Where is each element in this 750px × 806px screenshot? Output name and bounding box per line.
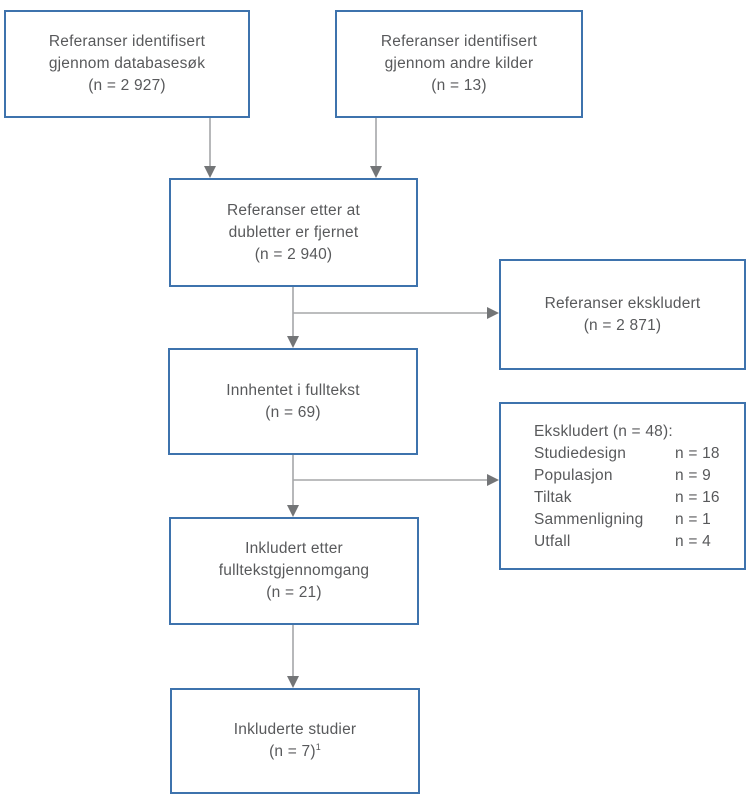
- excluded-reason-count: n = 4: [675, 533, 711, 550]
- box-line: Referanser etter at: [226, 201, 361, 219]
- arrow-included-to-studies: [287, 625, 299, 688]
- box-line: Referanser identifisert: [380, 33, 538, 50]
- box-identified-other-sources: Referanser identifisert gjennom andre ki…: [335, 10, 583, 118]
- arrow-branch-excluded-refs: [293, 307, 499, 319]
- excluded-reason-label: Sammenligning: [534, 511, 644, 528]
- excluded-row: Utfall n = 4: [534, 531, 736, 553]
- box-line: gjennom databasesøk: [48, 55, 206, 72]
- box-references-excluded-text: Referanser ekskludert (n = 2 871): [545, 293, 701, 337]
- box-count: (n = 2 871): [583, 316, 662, 334]
- excluded-title: Ekskludert (n = 48):: [534, 423, 673, 440]
- arrow-databases-to-dedup: [204, 117, 216, 178]
- excluded-row: Sammenligning n = 1: [534, 509, 736, 531]
- box-excluded-fulltext: Ekskludert (n = 48): Studiedesign n = 18…: [499, 402, 746, 570]
- included-studies-count: (n = 7): [269, 743, 316, 760]
- footnote-marker: 1: [315, 741, 321, 752]
- excluded-reason-label: Tiltak: [534, 489, 572, 506]
- arrow-dedup-to-fulltext: [287, 287, 299, 348]
- box-line: Inkluderte studier: [233, 721, 357, 738]
- box-excluded-fulltext-text: Ekskludert (n = 48): Studiedesign n = 18…: [501, 404, 744, 553]
- box-count: (n = 69): [265, 403, 321, 421]
- box-count: (n = 21): [266, 584, 322, 601]
- box-line: dubletter er fjernet: [228, 223, 359, 241]
- box-references-excluded: Referanser ekskludert (n = 2 871): [499, 259, 746, 370]
- excluded-row: Tiltak n = 16: [534, 487, 736, 509]
- box-identified-databases-text: Referanser identifisert gjennom database…: [49, 31, 205, 97]
- arrow-branch-excluded-fulltext: [293, 474, 499, 486]
- box-fulltext-retrieved-text: Innhentet i fulltekst (n = 69): [226, 380, 359, 424]
- box-identified-databases: Referanser identifisert gjennom database…: [4, 10, 250, 118]
- box-included-studies-text: Inkluderte studier (n = 7)1: [234, 719, 357, 763]
- excluded-reason-count: n = 18: [675, 445, 720, 462]
- box-fulltext-retrieved: Innhentet i fulltekst (n = 69): [168, 348, 418, 455]
- excluded-reason-count: n = 1: [675, 511, 711, 528]
- excluded-reason-label: Utfall: [534, 533, 571, 550]
- excluded-row: Populasjon n = 9: [534, 465, 736, 487]
- box-identified-other-sources-text: Referanser identifisert gjennom andre ki…: [381, 31, 537, 97]
- box-line: Innhentet i fulltekst: [226, 381, 360, 399]
- box-after-duplicates-removed-text: Referanser etter at dubletter er fjernet…: [227, 200, 360, 266]
- excluded-reason-label: Studiedesign: [534, 445, 627, 462]
- box-count: (n = 2 940): [254, 245, 333, 263]
- box-included-after-fulltext: Inkludert etter fulltekstgjennomgang (n …: [169, 517, 419, 625]
- excluded-reason-count: n = 9: [675, 467, 711, 484]
- box-line: Inkludert etter: [245, 540, 343, 557]
- arrow-fulltext-to-included: [287, 455, 299, 517]
- excluded-row: Studiedesign n = 18: [534, 443, 736, 465]
- box-line: Referanser ekskludert: [544, 294, 701, 312]
- box-included-studies: Inkluderte studier (n = 7)1: [170, 688, 420, 794]
- box-count: (n = 13): [431, 77, 487, 94]
- box-included-after-fulltext-text: Inkludert etter fulltekstgjennomgang (n …: [219, 538, 370, 604]
- box-count: (n = 2 927): [88, 77, 166, 94]
- box-count: (n = 7)1: [234, 741, 357, 763]
- arrow-other-to-dedup: [370, 118, 382, 178]
- box-line: gjennom andre kilder: [384, 55, 534, 72]
- box-line: fulltekstgjennomgang: [218, 562, 370, 579]
- box-line: Referanser identifisert: [48, 33, 206, 50]
- excluded-reason-label: Populasjon: [534, 467, 613, 484]
- box-after-duplicates-removed: Referanser etter at dubletter er fjernet…: [169, 178, 418, 287]
- excluded-reason-count: n = 16: [675, 489, 720, 506]
